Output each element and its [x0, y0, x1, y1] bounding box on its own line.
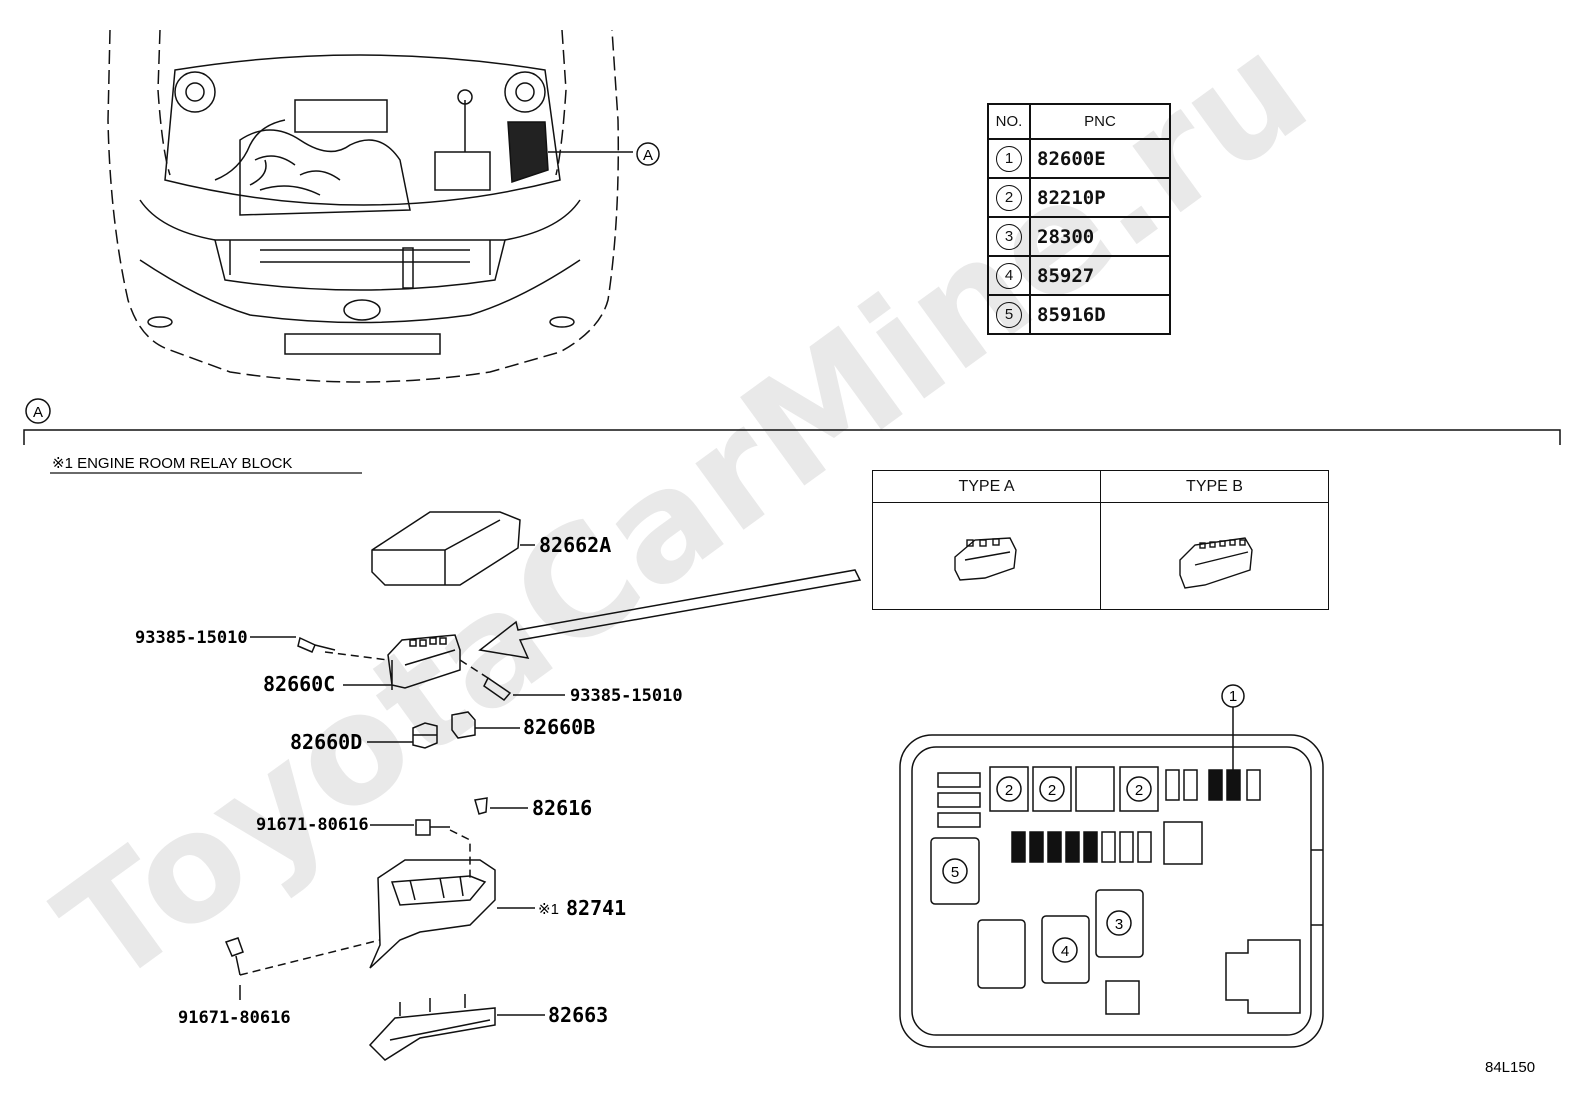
- row-no: 3: [996, 223, 1022, 250]
- label-screw-upper-left: 93385-15010: [135, 628, 248, 648]
- row-pnc: 82210P: [1029, 177, 1171, 218]
- label-clip: 82616: [532, 796, 592, 820]
- bracket-drawing: [369, 859, 496, 969]
- type-a-cell: [872, 502, 1101, 610]
- type-a-header: TYPE A: [872, 470, 1101, 503]
- pnc-table-header: NO. PNC: [987, 103, 1171, 140]
- layout-marker-2a: 2: [1005, 782, 1013, 799]
- type-variants-table: TYPE A TYPE B: [872, 470, 1329, 610]
- callout-a-label: A: [643, 147, 653, 164]
- diagram-code: 84L150: [1485, 1059, 1535, 1076]
- header-no: NO.: [987, 103, 1031, 140]
- label-bolt-mid: 91671-80616: [256, 815, 369, 835]
- label-bottom-bracket: 82663: [548, 1003, 608, 1027]
- row-no: 4: [996, 262, 1022, 289]
- label-bracket-mark: ※1: [538, 901, 559, 918]
- table-row: 5 85916D: [987, 294, 1171, 335]
- row-pnc: 82600E: [1029, 138, 1171, 179]
- type-b-header: TYPE B: [1100, 470, 1329, 503]
- cover-drawing: [371, 511, 521, 586]
- bottom-bracket-drawing: [368, 994, 496, 1061]
- label-relay-b: 82660B: [523, 715, 595, 739]
- section-title: ※1 ENGINE ROOM RELAY BLOCK: [52, 455, 292, 472]
- label-relay-d: 82660D: [290, 730, 362, 754]
- vehicle-engine-bay-drawing: [107, 29, 633, 383]
- relay-block-layout: [899, 700, 1324, 1048]
- table-row: 4 85927: [987, 255, 1171, 296]
- label-relay-block: 82660C: [263, 672, 335, 696]
- layout-marker-1: 1: [1229, 688, 1237, 705]
- pnc-table: NO. PNC 1 82600E 2 82210P 3 28300 4 8592…: [987, 103, 1171, 335]
- row-no: 1: [996, 145, 1022, 172]
- type-b-cell: [1100, 502, 1329, 610]
- layout-marker-5: 5: [951, 864, 959, 881]
- row-pnc: 85927: [1029, 255, 1171, 296]
- label-bolt-low: 91671-80616: [178, 1008, 291, 1028]
- table-row: 1 82600E: [987, 138, 1171, 179]
- label-screw-upper-right: 93385-15010: [570, 686, 683, 706]
- row-pnc: 85916D: [1029, 294, 1171, 335]
- table-row: 3 28300: [987, 216, 1171, 257]
- label-cover: 82662A: [539, 533, 611, 557]
- header-pnc: PNC: [1029, 103, 1171, 140]
- row-no: 2: [996, 184, 1022, 211]
- layout-marker-2b: 2: [1048, 782, 1056, 799]
- row-pnc: 28300: [1029, 216, 1171, 257]
- layout-marker-4: 4: [1061, 943, 1069, 960]
- layout-marker-2c: 2: [1135, 782, 1143, 799]
- section-a-label: A: [33, 404, 43, 421]
- row-no: 5: [996, 301, 1022, 328]
- table-row: 2 82210P: [987, 177, 1171, 218]
- layout-marker-3: 3: [1115, 916, 1123, 933]
- label-bracket: 82741: [566, 896, 626, 920]
